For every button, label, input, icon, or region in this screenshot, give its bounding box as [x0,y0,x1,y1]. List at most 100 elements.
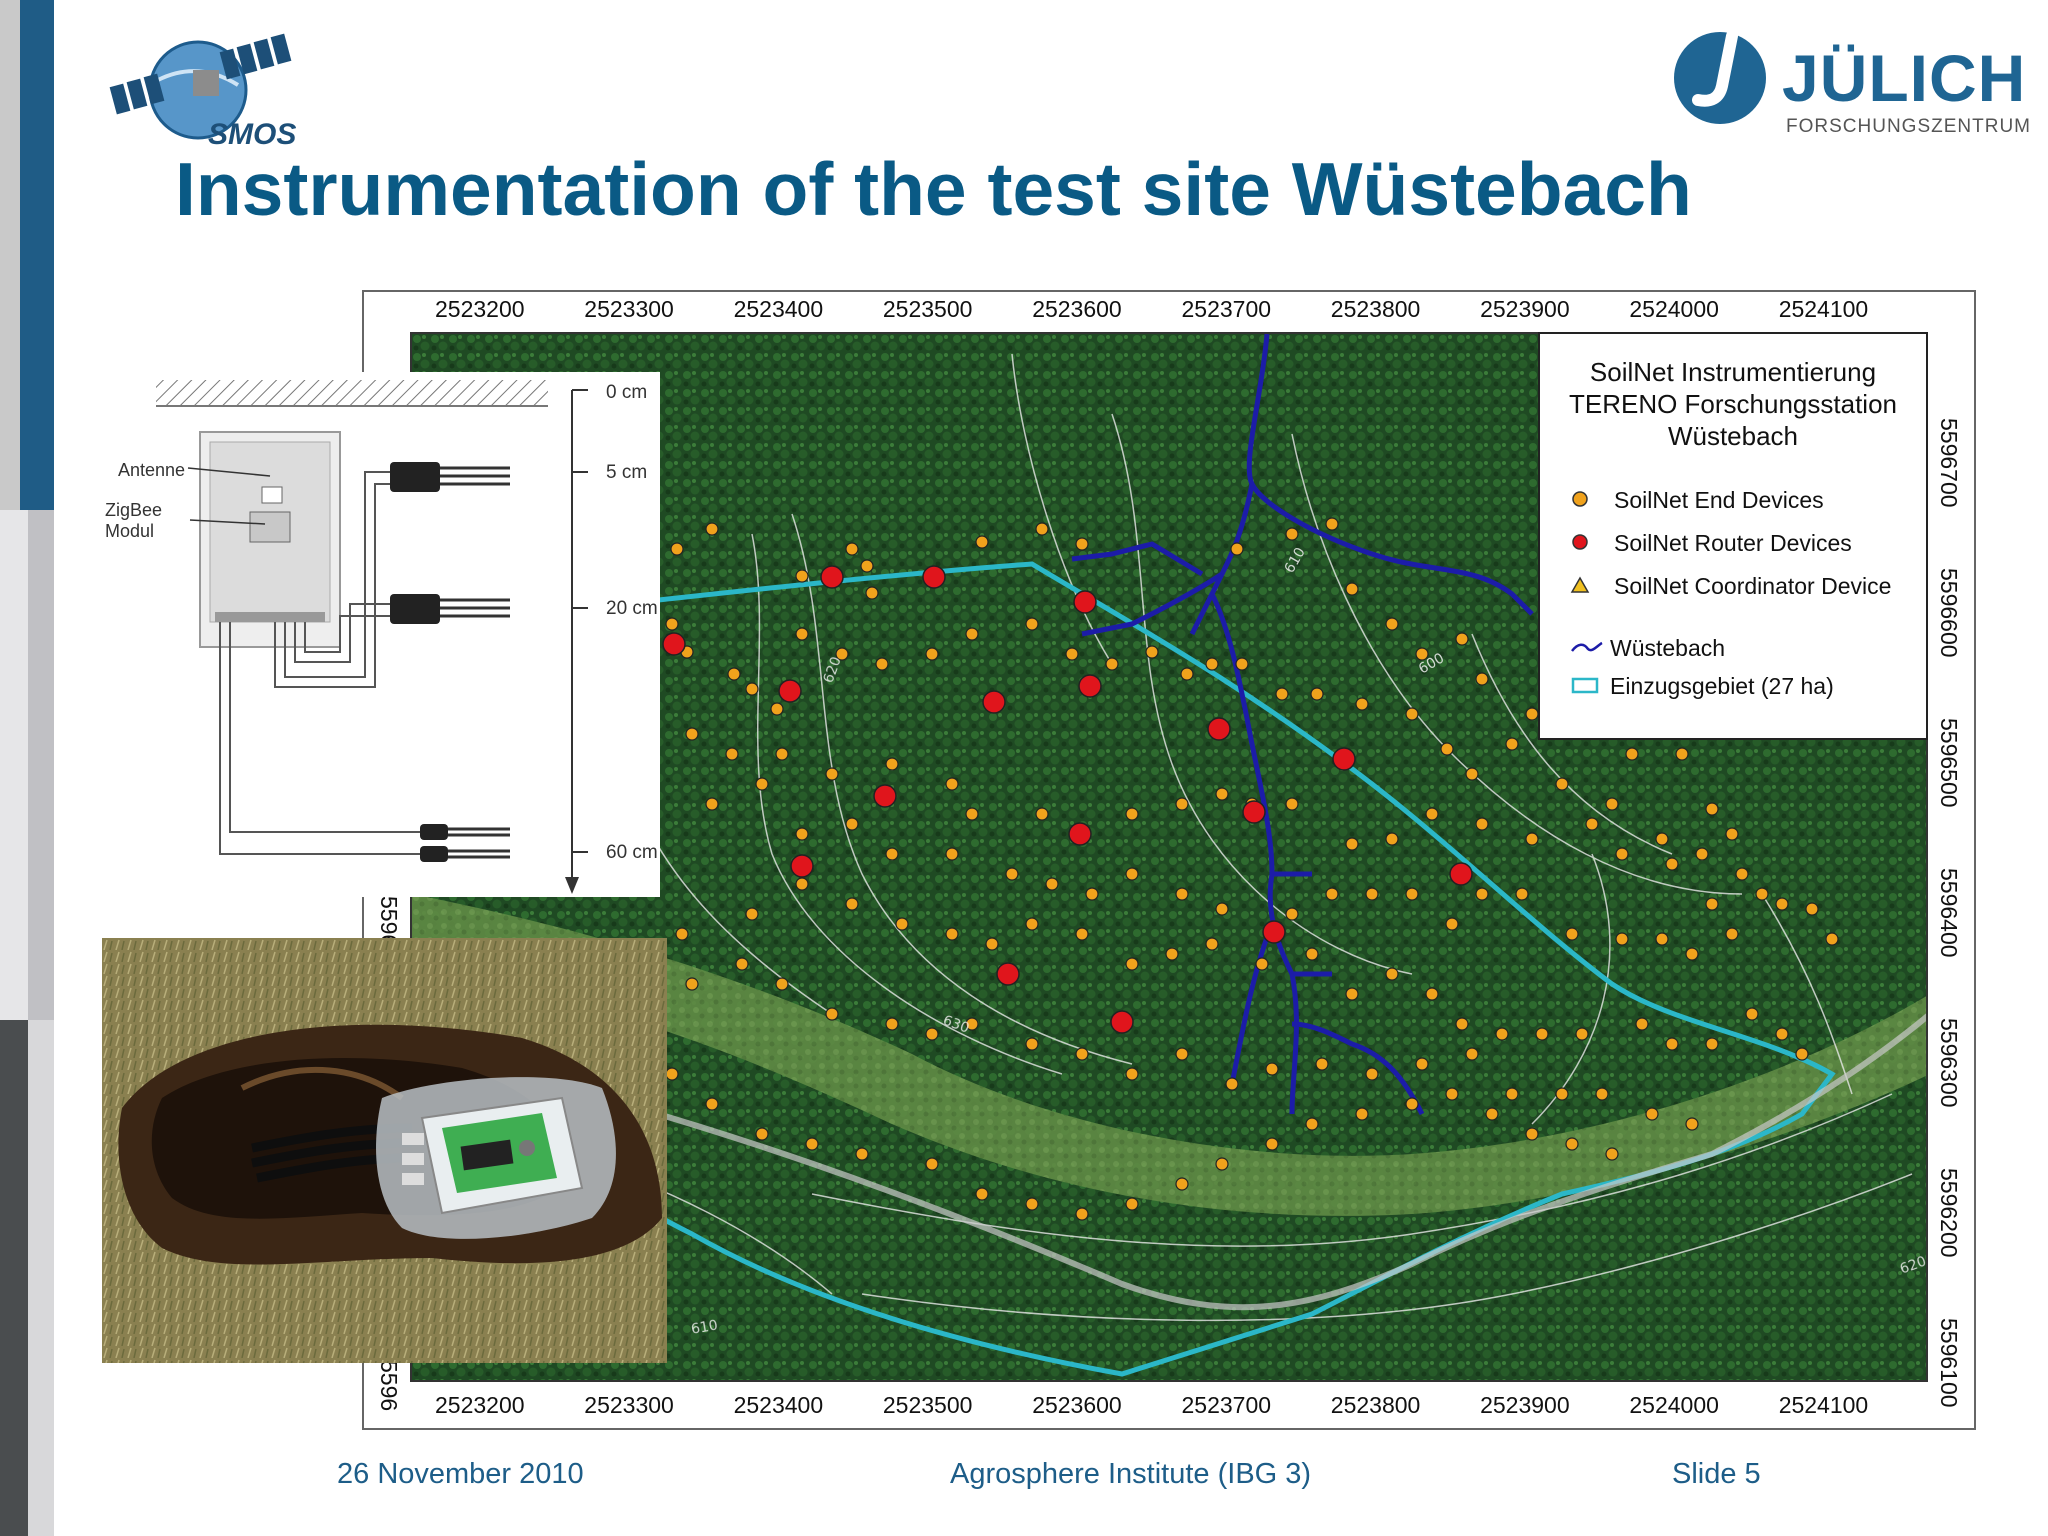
x-tick-label: 2523700 [1181,1392,1272,1418]
router-device-marker [790,854,814,878]
end-device-marker [1515,887,1529,901]
end-device-marker [1215,1157,1229,1171]
end-device-marker [675,927,689,941]
end-device-marker [1065,647,1079,661]
x-tick-label: 2524100 [1778,1392,1869,1418]
end-device-marker [1285,797,1299,811]
router-device-marker [1242,800,1266,824]
end-device-marker [1385,617,1399,631]
end-device-marker [1125,1067,1139,1081]
depth-label: 5 cm [606,462,648,483]
end-device-marker [1105,657,1119,671]
y-tick-label: 5596200 [1936,1168,1962,1258]
end-device-marker [1455,632,1469,646]
end-device-marker [770,702,784,716]
end-device-marker [975,1187,989,1201]
x-tick-label: 2523400 [733,1392,824,1418]
end-device-marker [1315,1057,1329,1071]
sensor-depth-diagram: 0 cm 5 cm 20 cm 60 cm Antenne ZigBee Mod… [100,372,660,897]
end-device-marker [1525,832,1539,846]
end-device-marker [925,1157,939,1171]
y-tick-label: 5596100 [1936,1318,1962,1408]
end-device-marker [1695,847,1709,861]
y-tick-left-partial: 5596 [376,1360,402,1412]
smos-logo: SMOS [108,30,308,155]
smos-logo-text: SMOS [208,118,297,151]
end-device-marker [985,937,999,951]
end-device-marker [1665,1037,1679,1051]
julich-logo: JÜLICH FORSCHUNGSZENTRUM [1670,28,2030,143]
end-device-marker [1125,807,1139,821]
end-device-marker [1415,647,1429,661]
x-tick-label: 2523500 [882,1392,973,1418]
end-device-marker [1805,902,1819,916]
end-device-marker [1025,617,1039,631]
orange-circle-icon [1572,491,1588,507]
end-device-marker [965,627,979,641]
end-device-marker [1025,1037,1039,1051]
end-device-marker [1205,937,1219,951]
end-device-marker [1175,1047,1189,1061]
router-device-marker [1068,822,1092,846]
end-device-marker [1345,987,1359,1001]
depth-label: 60 cm [606,842,658,863]
sidebar-stripes [0,0,55,1536]
end-device-marker [1475,672,1489,686]
x-tick-label: 2523200 [435,296,525,322]
end-device-marker [825,767,839,781]
end-device-marker [945,847,959,861]
end-device-marker [1425,987,1439,1001]
router-device-marker [1332,747,1356,771]
catchment-rect-icon [1571,677,1599,694]
end-device-marker [1075,537,1089,551]
end-device-marker [1465,767,1479,781]
depth-label: 20 cm [606,598,658,619]
end-device-marker [1230,542,1244,556]
end-device-marker [1285,527,1299,541]
x-tick-label: 2523300 [584,1392,674,1418]
julich-mark-icon [1674,30,1766,124]
end-device-marker [775,977,789,991]
antenna-label: Antenne [118,460,186,480]
end-device-marker [1405,887,1419,901]
end-device-marker [885,847,899,861]
y-tick-label: 5596700 [1936,418,1962,508]
router-device-marker [1207,717,1231,741]
stream-line-icon [1571,641,1603,652]
end-device-marker [1355,697,1369,711]
x-tick-label: 2523700 [1181,296,1272,322]
end-device-marker [1565,927,1579,941]
end-device-marker [1615,932,1629,946]
end-device-marker [670,542,684,556]
end-device-marker [895,917,909,931]
end-device-marker [705,522,719,536]
yellow-triangle-icon [1570,576,1590,593]
end-device-marker [1415,1057,1429,1071]
end-device-marker [1615,847,1629,861]
x-tick-label: 2523900 [1480,296,1570,322]
end-device-marker [1265,1137,1279,1151]
end-device-marker [1145,645,1159,659]
depth-label: 0 cm [606,382,648,403]
end-device-marker [1455,1017,1469,1031]
end-device-marker [1305,1117,1319,1131]
end-device-marker [1225,1077,1239,1091]
end-device-marker [745,907,759,921]
end-device-marker [1775,897,1789,911]
end-device-marker [1705,897,1719,911]
end-device-marker [1365,887,1379,901]
end-device-marker [1725,827,1739,841]
end-device-marker [1075,927,1089,941]
end-device-marker [1405,1097,1419,1111]
end-device-marker [1440,742,1454,756]
field-installation-photo [102,938,667,1363]
end-device-marker [1175,797,1189,811]
end-device-marker [1595,1087,1609,1101]
end-device-marker [1275,687,1289,701]
end-device-marker [965,1017,979,1031]
end-device-marker [1555,777,1569,791]
end-device-marker [1405,707,1419,721]
contour-label: 610 [690,1318,719,1338]
end-device-marker [1505,737,1519,751]
end-device-marker [1285,907,1299,921]
